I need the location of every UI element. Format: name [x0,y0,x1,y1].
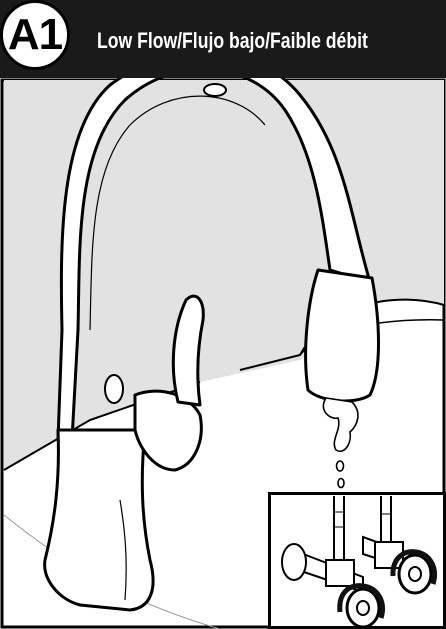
step-badge: A1 [0,0,70,70]
sensor-window [105,375,123,403]
title-banner: A1 Low Flow/Flujo bajo/Faible débit [0,0,446,78]
step-label: A1 [8,10,62,60]
page-title: Low Flow/Flujo bajo/Faible débit [97,28,368,54]
shutoff-valve-inset [268,492,446,629]
